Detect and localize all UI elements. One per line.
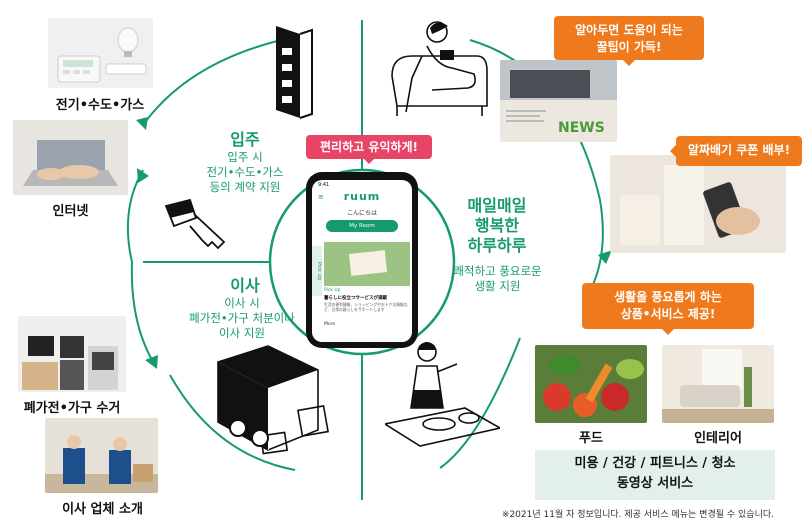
coupon-bubble: 알짜배기 쿠폰 배부!: [670, 136, 802, 166]
arrow-head-upper-left: [137, 168, 149, 183]
arrow-head-lower-left: [145, 355, 158, 369]
convenient-bubble: 편리하고 유익하게!: [306, 135, 432, 164]
coupon-photo: [610, 155, 786, 253]
moving-company-photo: [45, 418, 158, 493]
interior-photo: [662, 345, 774, 423]
food-photo: [535, 345, 647, 423]
arc-upper-left: [126, 169, 144, 263]
movein-desc-line: 등의 계약 지원: [209, 180, 281, 194]
movein-desc-line: 입주 시: [227, 150, 263, 164]
phone-status-time: 9:41: [318, 182, 330, 188]
moving-desc-line: 폐가전•가구 처분이나: [189, 311, 295, 325]
arrow-head-top-left: [136, 117, 148, 130]
app-logo: ruum: [343, 190, 381, 203]
food-label: 푸드: [579, 431, 603, 446]
tips-line: 꿀팁이 가득!: [596, 40, 662, 54]
phone-screen: 9:41 ruum ≡ こんにちは My Room Pick Up Pick U…: [312, 180, 412, 342]
moving-desc: 이사 시 폐가전•가구 처분이나 이사 지원: [172, 296, 312, 341]
app-article-image: [324, 242, 410, 286]
app-greeting: こんにちは: [346, 210, 377, 217]
movein-desc-line: 전기•수도•가스: [206, 165, 284, 179]
moving-desc-line: 이사 시: [224, 296, 260, 310]
app-article-title[interactable]: 暮らしに役立つサービスが満載: [324, 296, 387, 301]
daily-desc-line: 쾌적하고 풍요로운: [453, 264, 542, 278]
products-line: 상품•서비스 제공!: [620, 307, 716, 321]
news-word: NEWS: [558, 120, 605, 136]
movers-icon: [45, 418, 158, 493]
daily-title-line: 행복한: [474, 216, 520, 235]
services-box: 미용 / 건강 / 피트니스 / 청소 동영상 서비스: [535, 450, 775, 500]
living-room-icon: [662, 345, 774, 423]
services-line: 동영상 서비스: [616, 476, 694, 491]
person-on-sofa-icon: [391, 21, 488, 116]
key-icon: [164, 198, 226, 250]
my-room-button[interactable]: My Room: [326, 220, 398, 232]
app-menu-icon[interactable]: ≡: [318, 193, 324, 201]
appliance-photo: [18, 316, 126, 392]
vegetables-icon: [535, 345, 647, 423]
door-icon: [276, 26, 313, 119]
daily-title: 매일매일 행복한 하루하루: [447, 196, 547, 256]
products-line: 생활을 풍요롭게 하는: [614, 290, 722, 304]
tips-bubble: 알아두면 도움이 되는 꿀팁이 가득!: [554, 16, 704, 66]
arc-bottom-left: [169, 374, 296, 471]
utilities-label: 전기•수도•가스: [55, 98, 145, 113]
article-photo-icon: [324, 242, 410, 286]
truck-icon: [217, 345, 329, 455]
app-article-text: 生活の便利情報、ショッピングやおトクな情報など、日常の暮らしをサポートします: [324, 302, 408, 312]
daily-desc-line: 생활 지원: [474, 279, 521, 293]
news-laptop-icon: NEWS: [500, 60, 617, 142]
appliances-icon: [18, 316, 126, 392]
moving-company-label: 이사 업체 소개: [62, 502, 143, 517]
utilities-icon: [48, 18, 153, 88]
app-more-link[interactable]: More: [324, 322, 336, 327]
smartphone-mockup: 9:41 ruum ≡ こんにちは My Room Pick Up Pick U…: [306, 172, 418, 348]
daily-title-line: 매일매일: [467, 196, 527, 215]
arc-lower-left: [130, 261, 153, 361]
footnote: ※2021년 11월 자 정보입니다. 제공 서비스 메뉴는 변경될 수 있습니…: [501, 510, 774, 520]
daily-desc: 쾌적하고 풍요로운 생활 지원: [440, 264, 555, 294]
movein-desc: 입주 시 전기•수도•가스 등의 계약 지원: [185, 150, 305, 195]
utilities-photo: [48, 18, 153, 88]
moving-title: 이사: [230, 276, 260, 295]
daily-title-line: 하루하루: [467, 236, 527, 255]
internet-label: 인터넷: [52, 204, 89, 219]
tips-line: 알아두면 도움이 되는: [575, 23, 683, 37]
moving-desc-line: 이사 지원: [219, 326, 265, 340]
news-photo: NEWS: [500, 60, 617, 142]
arc-right-bottom: [439, 337, 521, 469]
phone-in-hand-icon: [610, 155, 786, 253]
arrow-head-right: [598, 250, 612, 264]
app-pickup-tab[interactable]: Pick Up: [312, 246, 322, 296]
appliance-label: 폐가전•가구 수거: [23, 401, 121, 416]
laptop-icon: [13, 120, 128, 195]
movein-title: 입주: [230, 130, 260, 149]
products-bubble: 생활을 풍요롭게 하는 상품•서비스 제공!: [582, 283, 754, 335]
internet-photo: [13, 120, 128, 195]
arc-top-left: [142, 37, 291, 126]
app-article-tag: Pick Up: [324, 288, 341, 293]
person-cooking-icon: [385, 342, 500, 447]
services-line: 미용 / 건강 / 피트니스 / 청소: [574, 456, 736, 471]
interior-label: 인테리어: [694, 431, 742, 446]
